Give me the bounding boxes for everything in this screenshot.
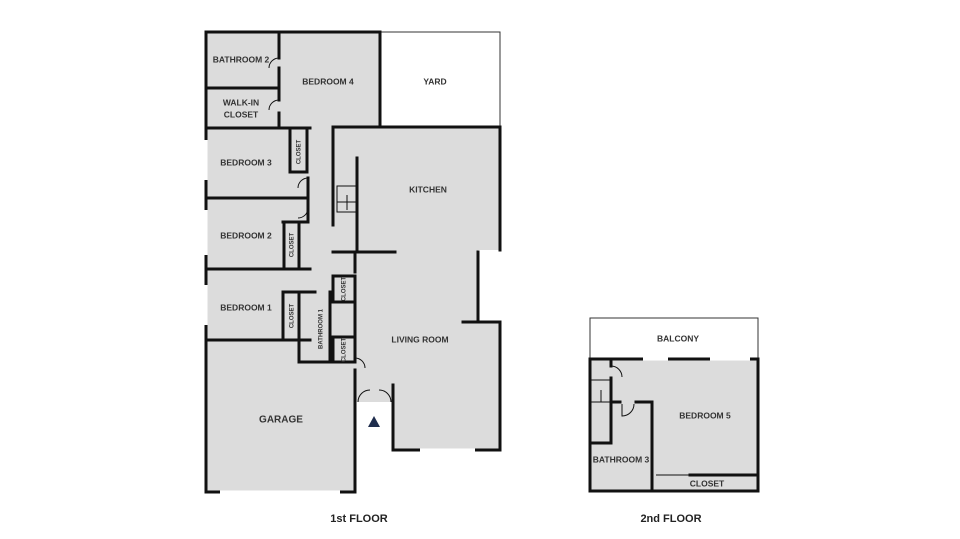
label-closet: CLOSET bbox=[297, 140, 303, 165]
floor-label-2nd: 2nd FLOOR bbox=[640, 513, 701, 525]
label-bathroom-3: BATHROOM 3 bbox=[593, 454, 650, 464]
floor-label-1st: 1st FLOOR bbox=[330, 513, 388, 525]
label-bedroom-2: BEDROOM 2 bbox=[220, 230, 272, 240]
label-bathroom-2: BATHROOM 2 bbox=[213, 54, 270, 64]
label-closet: CLOSET bbox=[290, 304, 296, 329]
garage-fill bbox=[206, 340, 355, 492]
second-floor: BALCONY BEDROOM 5 BATHROOM 3 CLOSET bbox=[588, 317, 760, 493]
label-closet: CLOSET bbox=[690, 478, 725, 488]
room-fill-top bbox=[206, 32, 380, 128]
label-bathroom-1: BATHROOM 1 bbox=[319, 308, 325, 349]
door-swing bbox=[610, 365, 623, 378]
label-bedroom-3: BEDROOM 3 bbox=[220, 157, 272, 167]
second-floor-fill bbox=[590, 359, 758, 491]
label-bedroom-1: BEDROOM 1 bbox=[220, 302, 272, 312]
kitchen-living-fill bbox=[333, 127, 500, 450]
label-walk-in-closet: WALK-IN bbox=[223, 97, 259, 107]
door-swing bbox=[268, 57, 280, 69]
label-closet: CLOSET bbox=[342, 338, 348, 363]
balcony-area bbox=[589, 317, 759, 359]
label-kitchen: KITCHEN bbox=[409, 184, 447, 194]
door-swing bbox=[297, 177, 309, 189]
label-walk-in-closet-2: CLOSET bbox=[224, 109, 259, 119]
closet-wall bbox=[331, 335, 357, 364]
entrance-arrow-icon bbox=[368, 416, 380, 427]
label-bedroom-5: BEDROOM 5 bbox=[679, 410, 731, 420]
first-floor: BATHROOM 2 BEDROOM 4 YARD WALK-IN CLOSET… bbox=[204, 30, 502, 494]
label-garage: GARAGE bbox=[259, 415, 303, 426]
yard-area bbox=[379, 31, 501, 128]
door-swing bbox=[354, 357, 366, 369]
door-swing bbox=[297, 207, 309, 219]
label-closet: CLOSET bbox=[290, 233, 296, 258]
label-bedroom-4: BEDROOM 4 bbox=[302, 76, 354, 86]
label-living-room: LIVING ROOM bbox=[391, 334, 448, 344]
label-balcony: BALCONY bbox=[657, 333, 699, 343]
label-yard: YARD bbox=[423, 76, 446, 86]
closet-wall bbox=[331, 274, 357, 304]
door-swing bbox=[268, 99, 280, 111]
entry-door bbox=[357, 389, 392, 403]
room-fill-west bbox=[206, 128, 333, 340]
stairs-icon bbox=[336, 185, 358, 213]
label-closet: CLOSET bbox=[342, 277, 348, 302]
door-swing bbox=[621, 403, 635, 417]
